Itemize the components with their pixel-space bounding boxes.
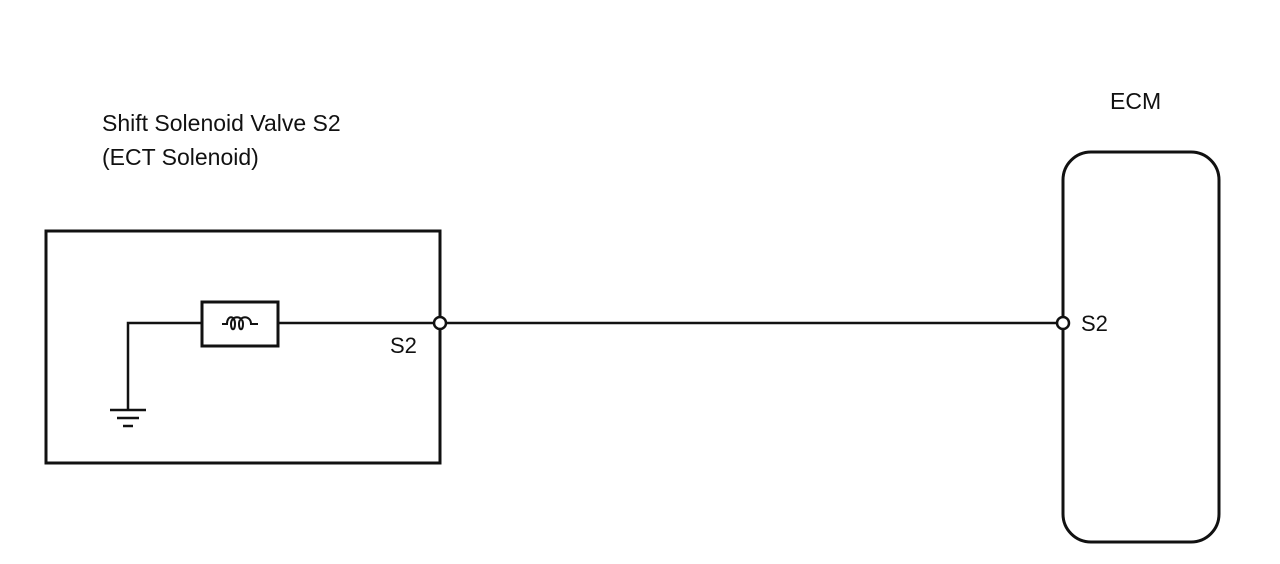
solenoid-terminal-circle: [432, 315, 448, 331]
solenoid-title-line1: Shift Solenoid Valve S2: [102, 110, 341, 136]
ground-wire: [126, 321, 202, 410]
ecm-title: ECM: [1110, 88, 1162, 114]
coil-icon: [222, 316, 258, 331]
ecm-box: [1061, 150, 1221, 544]
ground-symbol-icon: [110, 408, 146, 428]
ecm-terminal-label: S2: [1081, 311, 1108, 336]
solenoid-title-line2: (ECT Solenoid): [102, 144, 259, 170]
ecm-terminal-circle: [1055, 315, 1071, 331]
solenoid-terminal-label: S2: [390, 333, 417, 358]
solenoid-box: [44, 229, 442, 465]
